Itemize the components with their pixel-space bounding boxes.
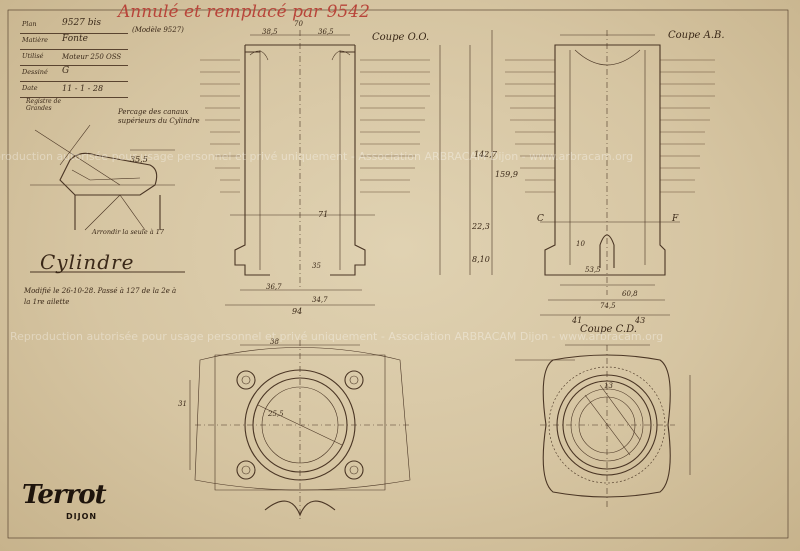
dimension-label: 60,8 (622, 290, 638, 298)
dimension-label: 36,5 (318, 28, 334, 36)
dimension-label: 41 (572, 316, 583, 325)
dimension-label: 71 (318, 210, 329, 219)
title-block-row: Date 11 - 1 - 28 (20, 82, 128, 98)
plan-view-right (540, 344, 691, 510)
part-name: Cylindre (40, 250, 135, 274)
title-block-label: Plan (22, 20, 37, 28)
logo-wordmark: Terrot (22, 480, 107, 510)
port-detail (30, 124, 175, 231)
title-block-row: Matière Fonte (20, 34, 128, 50)
title-block-label: Utilisé (22, 52, 44, 60)
registry-note: Registre de Grandes (26, 98, 62, 112)
section-view-right (505, 30, 715, 316)
title-block-value: G (62, 66, 70, 76)
title-block-value: Fonte (62, 34, 88, 44)
modification-note: Modifié le 26-10-28. Passé à 127 de la 2… (24, 287, 177, 306)
logo-city: DIJON (66, 512, 98, 521)
section-view-left (200, 30, 493, 306)
dimension-label: 25,5 (268, 410, 284, 418)
watermark: Reproduction autorisée pour usage person… (0, 150, 634, 163)
dimension-label: 31 (178, 400, 187, 408)
section-label-bottom: Coupe C.D. (580, 324, 637, 335)
dimension-label: 13 (604, 382, 613, 390)
title-block-value: 11 - 1 - 28 (62, 84, 104, 93)
section-label-left: Coupe O.O. (372, 32, 430, 43)
model-reference: (Modèle 9527) (132, 26, 184, 34)
title-block-value: Moteur 250 OSS (62, 53, 122, 61)
dimension-label: 10 (576, 240, 585, 248)
dimension-label: 35,5 (130, 155, 148, 164)
dimension-label: 38 (270, 338, 279, 346)
dimension-label: 70 (294, 20, 303, 28)
dimension-label: 94 (292, 307, 303, 316)
fillet-note: Arrondir la seule à 17 (92, 228, 165, 236)
dimension-label: 35 (312, 262, 321, 270)
dimension-label: 22,3 (472, 222, 490, 231)
dimension-label: 142,7 (474, 150, 497, 159)
title-block-row: Utilisé Moteur 250 OSS (20, 50, 128, 66)
port-note: Percage des canaux supérieurs du Cylindr… (118, 108, 200, 125)
title-block-value: 9527 bis (62, 18, 102, 28)
terrot-logo: Terrot DIJON (22, 478, 110, 530)
dimension-label: F (672, 214, 679, 224)
dimension-label: 74,5 (600, 302, 616, 310)
cancel-note: Annulé et remplacé par 9542 (118, 2, 370, 22)
sheet-border (7, 9, 789, 539)
title-block-row: Dessiné G (20, 66, 128, 82)
title-block-label: Matière (22, 36, 49, 44)
dimension-label: 8,10 (472, 255, 490, 264)
plan-view-left (189, 340, 411, 520)
dimension-label: 36,7 (266, 283, 282, 291)
dimension-label: 159,9 (495, 170, 518, 179)
title-block-label: Dessiné (22, 68, 48, 76)
dimension-label: 38,5 (262, 28, 278, 36)
dimension-label: C (537, 214, 544, 224)
dimension-label: 43 (635, 316, 646, 325)
section-label-right: Coupe A.B. (668, 30, 725, 41)
title-block-label: Date (22, 84, 38, 92)
dimension-label: 34,7 (312, 296, 328, 304)
watermark: Reproduction autorisée pour usage person… (10, 330, 664, 343)
title-block: Plan 9527 bis Matière Fonte Utilisé Mote… (20, 18, 128, 112)
dimension-label: 53,5 (585, 266, 601, 274)
title-block-row: Plan 9527 bis (20, 18, 128, 34)
